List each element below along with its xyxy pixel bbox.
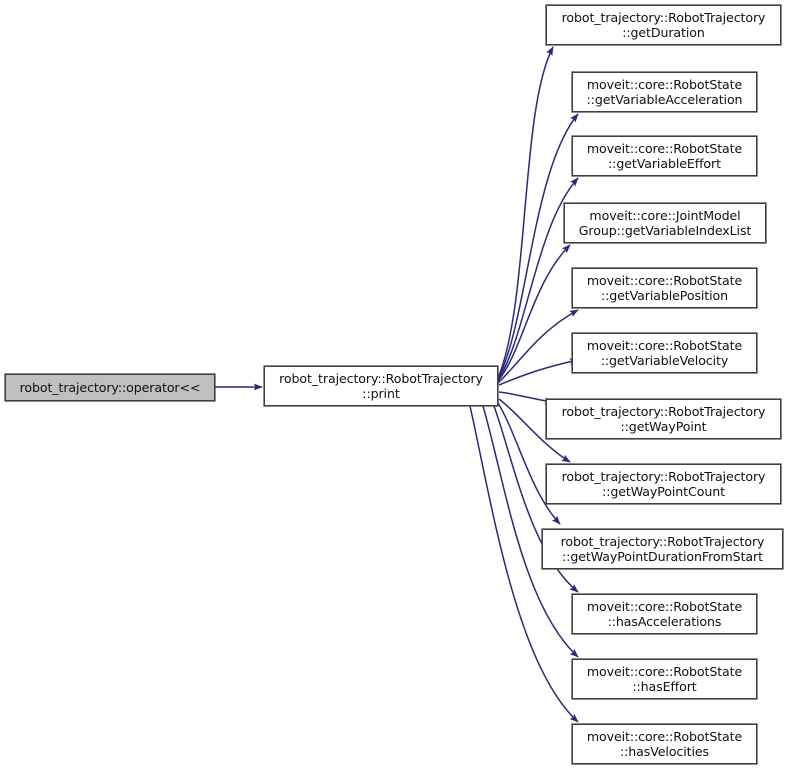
graph-node-getWayPointDurationFromStart[interactable]: robot_trajectory::RobotTrajectory ::getW… (542, 529, 783, 569)
graph-node-print[interactable]: robot_trajectory::RobotTrajectory ::prin… (264, 366, 498, 406)
graph-edge-print-to-getVariableVelocity (498, 358, 579, 386)
graph-edge-print-to-getWayPoint (498, 391, 554, 405)
graph-node-getWayPointCount[interactable]: robot_trajectory::RobotTrajectory ::getW… (546, 464, 781, 504)
graph-node-getDuration[interactable]: robot_trajectory::RobotTrajectory ::getD… (546, 5, 781, 45)
graph-node-getVariableEffort[interactable]: moveit::core::RobotState ::getVariableEf… (572, 136, 757, 176)
graph-node-getWayPoint[interactable]: robot_trajectory::RobotTrajectory ::getW… (546, 399, 781, 439)
graph-edge-print-to-getVariableAcceleration (497, 113, 579, 380)
graph-node-hasVelocities[interactable]: moveit::core::RobotState ::hasVelocities (572, 724, 757, 764)
graph-node-getVariableAcceleration[interactable]: moveit::core::RobotState ::getVariableAc… (572, 72, 757, 112)
graph-node-hasEffort[interactable]: moveit::core::RobotState ::hasEffort (572, 659, 757, 699)
graph-node-getVariableVelocity[interactable]: moveit::core::RobotState ::getVariableVe… (572, 333, 757, 373)
graph-node-operator[interactable]: robot_trajectory::operator<< (5, 374, 215, 401)
graph-node-hasAccelerations[interactable]: moveit::core::RobotState ::hasAccelerati… (572, 594, 757, 634)
graph-edge-print-to-getDuration (497, 46, 554, 379)
graph-node-getVariableIndexList[interactable]: moveit::core::JointModel Group::getVaria… (564, 203, 766, 243)
graph-node-getVariablePosition[interactable]: moveit::core::RobotState ::getVariablePo… (572, 268, 757, 308)
graph-edge-print-to-getVariablePosition (497, 309, 579, 384)
graph-edge-print-to-getVariableIndexList (497, 244, 571, 382)
